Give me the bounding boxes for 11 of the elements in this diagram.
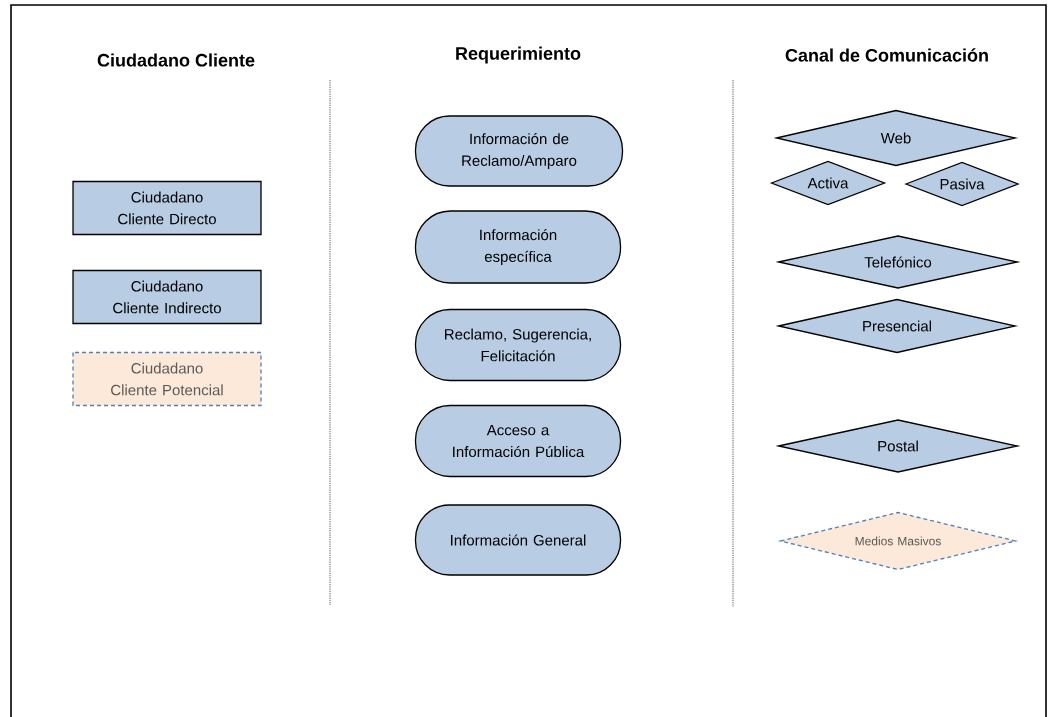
client-box: Ciudadano Cliente Directo	[72, 180, 262, 236]
column-heading: Requerimiento	[456, 46, 581, 64]
request-pill: Información de Reclamo/Amparo	[414, 115, 624, 187]
request-pill: Información General	[414, 504, 622, 576]
request-pill: Reclamo, Sugerencia, Felicitación	[414, 308, 622, 382]
client-box: Ciudadano Cliente Potencial	[72, 351, 262, 407]
request-pill: Acceso a Información Pública	[414, 404, 622, 478]
column-heading: Ciudadano Cliente	[97, 53, 255, 67]
client-box: Ciudadano Cliente Indirecto	[72, 269, 262, 325]
column-heading: Canal de Comunicación	[785, 48, 988, 62]
request-pill: Información específica	[414, 210, 622, 284]
